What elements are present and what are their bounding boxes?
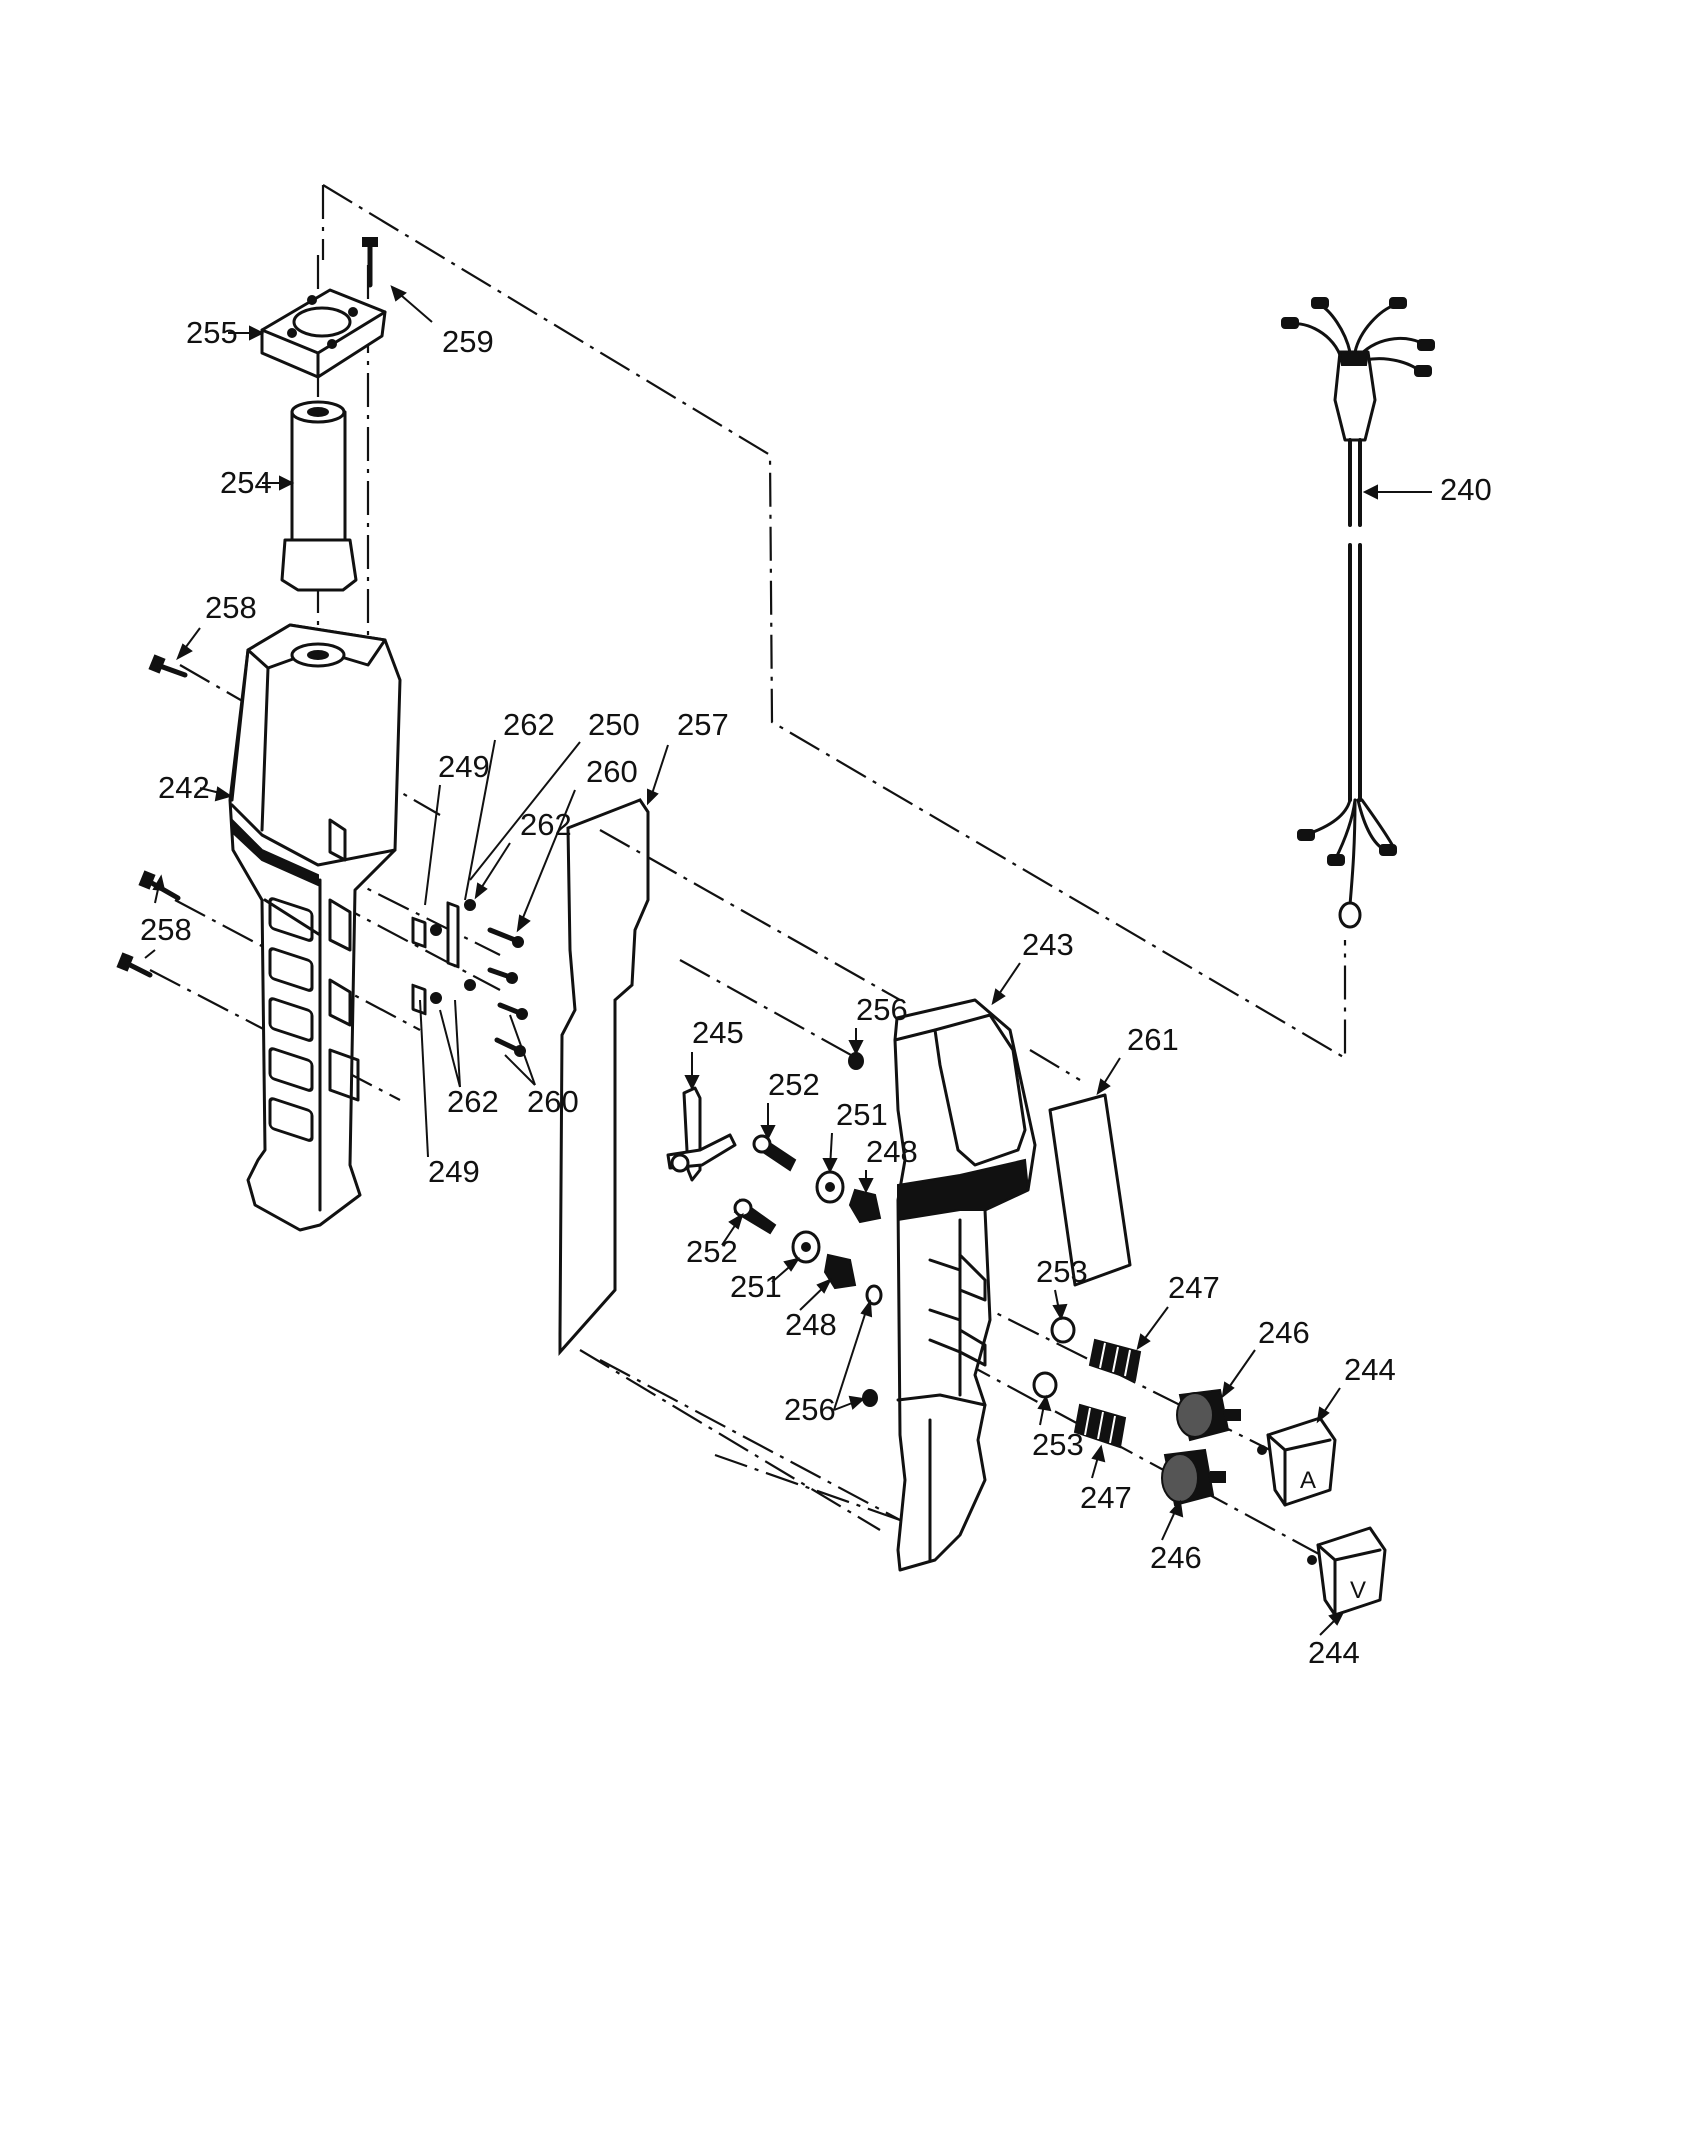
screw-260 — [487, 967, 518, 984]
pendant-cable-240 — [1281, 297, 1435, 929]
up-letter: A — [1300, 1467, 1316, 1494]
centerline — [714, 1453, 901, 1522]
callout-c252a: 252 — [768, 1067, 820, 1102]
bracket-245 — [666, 1086, 737, 1182]
callout-c247a: 247 — [1168, 1270, 1220, 1305]
callout-c246b: 246 — [1150, 1540, 1202, 1575]
nut-256-mid — [865, 1284, 883, 1306]
callout-c256b: 256 — [784, 1392, 836, 1427]
callout-c240: 240 — [1440, 472, 1492, 507]
callout-c245: 245 — [692, 1015, 744, 1050]
callout-c252b: 252 — [686, 1234, 738, 1269]
actuator-246-top — [1176, 1388, 1241, 1442]
callout-c253b: 253 — [1032, 1427, 1084, 1462]
callout-c253a: 253 — [1036, 1254, 1088, 1289]
callout-c257: 257 — [677, 707, 729, 742]
nut-256-top — [848, 1052, 864, 1070]
callout-c262c: 262 — [447, 1084, 499, 1119]
callout-c251b: 251 — [730, 1269, 782, 1304]
callout-c249b: 249 — [428, 1154, 480, 1189]
flange-plate-255 — [260, 288, 387, 379]
callout-c248a: 248 — [866, 1134, 918, 1169]
leader-arrows — [144, 285, 1432, 1636]
callout-c247b: 247 — [1080, 1480, 1132, 1515]
plunger-248-bottom — [823, 1253, 857, 1290]
spring-247-bottom — [1073, 1403, 1127, 1449]
callout-c256a: 256 — [856, 992, 908, 1027]
screw-259 — [362, 237, 378, 288]
centerline — [579, 1349, 881, 1531]
callout-c248b: 248 — [785, 1307, 837, 1342]
screw-260 — [497, 1002, 528, 1020]
front-housing-243 — [893, 998, 1037, 1572]
callout-c258b: 258 — [140, 912, 192, 947]
centerline — [959, 1359, 1331, 1561]
rear-housing-242 — [228, 623, 402, 1232]
screw-258-top — [148, 654, 188, 678]
assembly-boundary-line — [322, 184, 1347, 1060]
nut-253-bottom — [1032, 1371, 1058, 1399]
callout-c246a: 246 — [1258, 1315, 1310, 1350]
contact-screw-252-top — [752, 1134, 797, 1172]
pushbutton-244-up: A — [1257, 1416, 1337, 1507]
callout-c249a: 249 — [438, 749, 490, 784]
pushbutton-244-down: V — [1307, 1526, 1387, 1617]
centerline — [599, 829, 901, 1001]
plunger-248-top — [848, 1188, 882, 1224]
callout-c262b: 262 — [520, 807, 572, 842]
callout-c258a: 258 — [205, 590, 257, 625]
washer-251-top — [815, 1170, 845, 1204]
callout-c250: 250 — [588, 707, 640, 742]
centerline — [1029, 1049, 1081, 1081]
callout-c243: 243 — [1022, 927, 1074, 962]
callout-c260a: 260 — [586, 754, 638, 789]
centerline — [679, 959, 861, 1061]
centerline — [599, 1359, 901, 1521]
gasket-257 — [558, 798, 650, 1356]
actuator-246-bottom — [1161, 1448, 1226, 1507]
nut-256-low — [862, 1389, 878, 1407]
label-plate-261 — [1048, 1093, 1132, 1287]
callout-c259: 259 — [442, 324, 494, 359]
down-letter: V — [1350, 1577, 1366, 1604]
centerline — [329, 899, 501, 991]
callout-c260b: 260 — [527, 1084, 579, 1119]
callout-c244a: 244 — [1344, 1352, 1396, 1387]
callout-c244b: 244 — [1308, 1635, 1360, 1670]
callout-c261: 261 — [1127, 1022, 1179, 1057]
screw-258-bottom — [116, 952, 153, 978]
spring-247-top — [1088, 1338, 1142, 1382]
nut-253-top — [1050, 1316, 1076, 1344]
strain-relief-254 — [280, 400, 358, 592]
callout-c255: 255 — [186, 315, 238, 350]
callout-c262a: 262 — [503, 707, 555, 742]
callout-c254: 254 — [220, 465, 272, 500]
contact-screw-252-bottom — [733, 1198, 777, 1235]
washer-251-bottom — [791, 1230, 821, 1264]
contact-hardware — [411, 899, 528, 1057]
callout-c251a: 251 — [836, 1097, 888, 1132]
screw-260 — [487, 927, 524, 948]
callout-c242: 242 — [158, 770, 210, 805]
callout-labels: 255 259 254 258 262 250 257 249 260 242 262 258 243 2… — [140, 315, 1492, 1670]
